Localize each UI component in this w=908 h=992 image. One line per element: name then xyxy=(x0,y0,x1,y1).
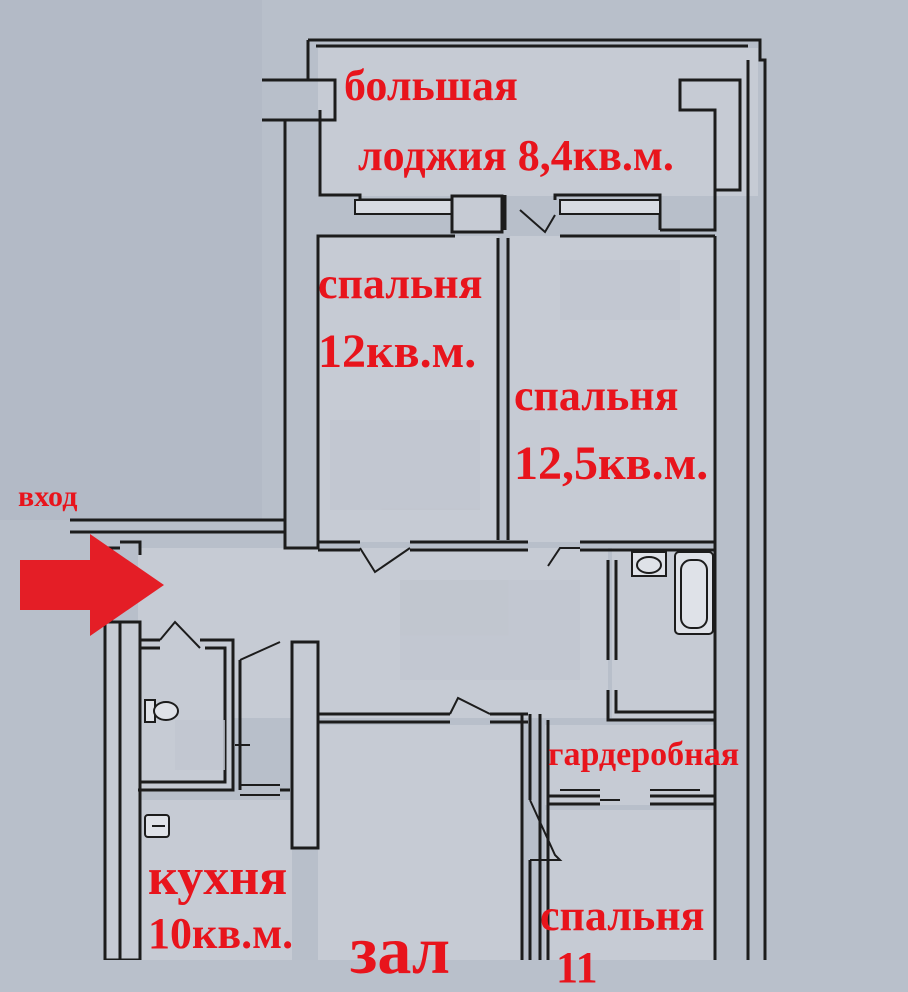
scan-patches xyxy=(175,260,680,770)
floor-plan xyxy=(0,0,767,960)
dash-marks xyxy=(235,744,700,796)
bathtub-icon xyxy=(674,551,714,635)
loggia-fill xyxy=(318,48,758,196)
wardrobe-label: гардеробная xyxy=(548,736,740,773)
kitchen-label-line1: кухня xyxy=(148,849,288,906)
hall-fill xyxy=(318,725,523,960)
bedroom1-label-line1: спальня xyxy=(318,259,483,308)
loggia-label-line2: лоджия 8,4кв.м. xyxy=(358,131,674,180)
bedroom3-fill xyxy=(545,810,715,960)
left-outside-area xyxy=(0,0,262,520)
outer-walls xyxy=(262,38,767,960)
kitchen-label-line2: 10кв.м. xyxy=(148,909,294,958)
toilet-icon xyxy=(144,699,179,723)
inner-walls xyxy=(70,234,715,960)
hall-label: зал xyxy=(350,912,451,988)
entrance-label: вход xyxy=(18,480,78,513)
bedroom3-label-line1: спальня xyxy=(540,891,705,940)
stove-icon xyxy=(144,814,170,838)
wardrobe-fill xyxy=(545,725,715,805)
bedroom3-label-line2: 11 xyxy=(556,943,598,992)
bedroom2-label-line1: спальня xyxy=(514,371,679,420)
arrow-right-icon xyxy=(20,534,164,636)
windows xyxy=(354,194,661,234)
doors xyxy=(159,209,620,861)
bedroom2-label-line2: 12,5кв.м. xyxy=(514,437,709,490)
sink-icon xyxy=(631,551,667,577)
bedroom1-label-line2: 12кв.м. xyxy=(318,325,477,378)
loggia-label-line1: большая xyxy=(344,61,518,110)
